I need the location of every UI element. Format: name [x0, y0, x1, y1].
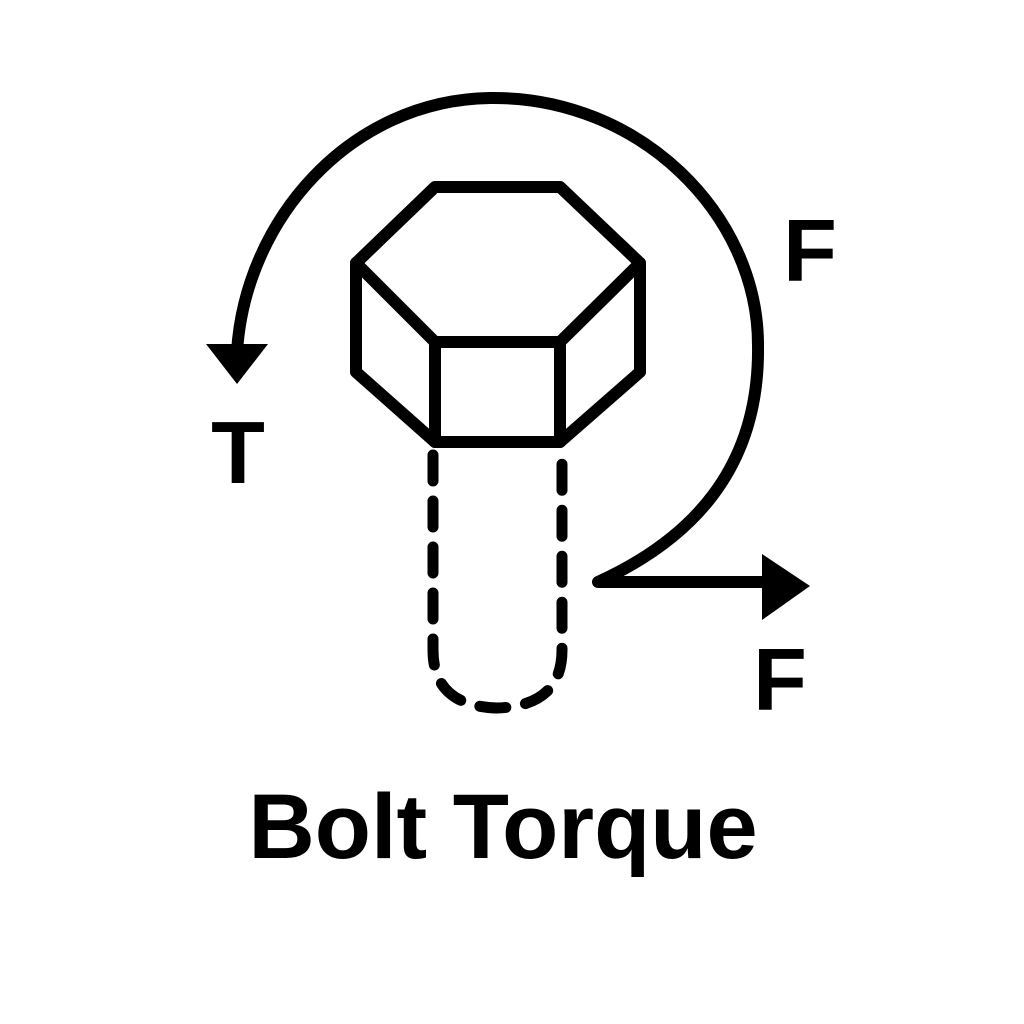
torque-arc: [231, 91, 778, 588]
bolt-head: [350, 181, 646, 448]
bolt-shank-hidden: [427, 449, 568, 714]
bolt-head-front-face: [429, 336, 566, 448]
diagram-title: Bolt Torque: [248, 776, 757, 878]
bolt-head-top-face: [350, 181, 646, 348]
torque-label: T: [211, 403, 265, 502]
bolt-head-left-face: [350, 257, 441, 448]
torque-arrowhead: [206, 344, 268, 384]
force-arrowhead: [762, 554, 810, 620]
bolt-head-right-face: [554, 257, 646, 448]
force-label-lower: F: [753, 630, 807, 729]
force-label-upper: F: [783, 201, 837, 300]
